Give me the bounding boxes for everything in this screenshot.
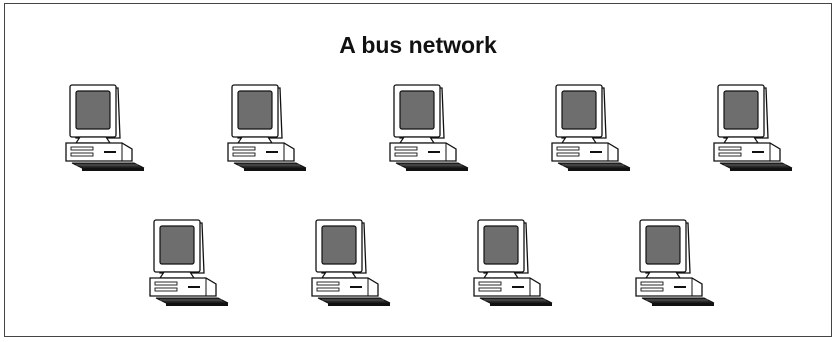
computer-icon [228,85,306,171]
computer-icon [150,220,228,306]
computer-icon [714,85,792,171]
computer-icon [66,85,144,171]
computer-icon [552,85,630,171]
computer-icon [474,220,552,306]
computer-icon [390,85,468,171]
computer-icon [636,220,714,306]
computer-icon [312,220,390,306]
